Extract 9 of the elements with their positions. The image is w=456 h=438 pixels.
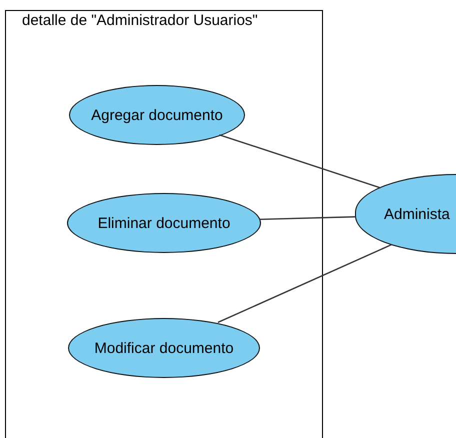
use-case-name: Agregar documento xyxy=(91,106,223,124)
association-line xyxy=(219,134,381,188)
boundary-title: detalle de "Administrador Usuarios" xyxy=(22,12,258,29)
system-boundary xyxy=(5,10,323,438)
use-case-name: Modificar documento xyxy=(94,340,234,356)
association-line xyxy=(260,216,356,220)
actor-name: Administa xyxy=(384,206,450,222)
association-line xyxy=(218,244,392,323)
use-case-name: Eliminar documento xyxy=(98,214,230,232)
